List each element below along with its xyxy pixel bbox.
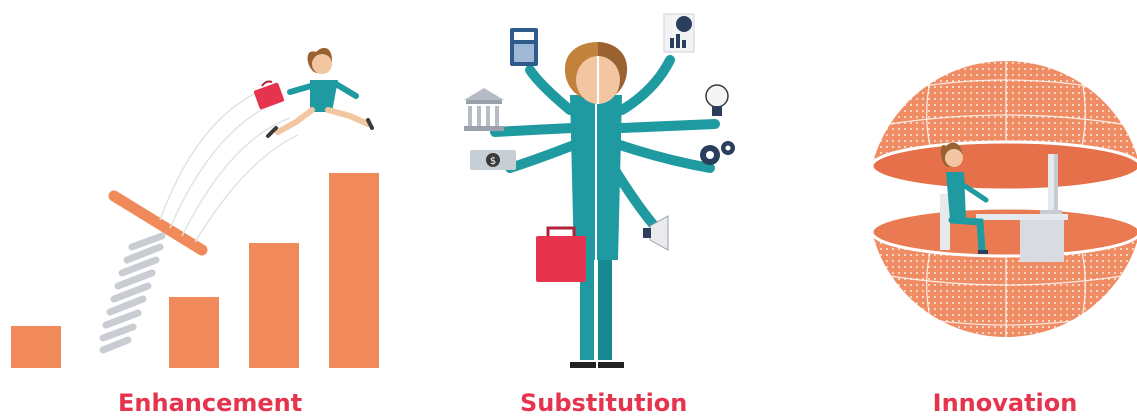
caption-enhancement: Enhancement [118, 389, 303, 417]
enhancement-illustration [11, 47, 379, 368]
panel-enhancement: Enhancement [0, 0, 400, 419]
bank-icon [464, 88, 504, 131]
report-chart-icon [663, 13, 695, 53]
caption-substitution: Substitution [520, 389, 688, 417]
svg-text:$: $ [490, 156, 496, 167]
panel-substitution: $ Substitu [440, 0, 760, 419]
globe-icon [870, 28, 1137, 370]
megaphone-icon [643, 215, 669, 251]
innovation-illustration [870, 28, 1137, 370]
running-woman-icon [253, 47, 374, 138]
briefcase-icon [536, 226, 586, 282]
substitution-illustration: $ [464, 13, 735, 368]
woman-at-desk-icon [940, 142, 989, 254]
lightbulb-icon [705, 84, 729, 116]
motion-lines [159, 84, 299, 243]
desk [976, 214, 1068, 262]
panel-innovation: Innovation [860, 0, 1137, 419]
bar-2 [169, 297, 219, 368]
bar-1 [11, 326, 61, 368]
briefcase-icon [253, 80, 285, 110]
springboard [108, 190, 208, 256]
gears-icon [700, 141, 735, 165]
bar-4 [329, 173, 379, 368]
monitor-icon [1040, 154, 1062, 214]
bar-chart-icon [11, 173, 379, 368]
money-icon: $ [470, 150, 516, 170]
bar-3 [249, 243, 299, 368]
calculator-icon [510, 28, 538, 66]
caption-innovation: Innovation [932, 389, 1078, 417]
spring-icon [99, 190, 208, 354]
head [564, 42, 628, 104]
